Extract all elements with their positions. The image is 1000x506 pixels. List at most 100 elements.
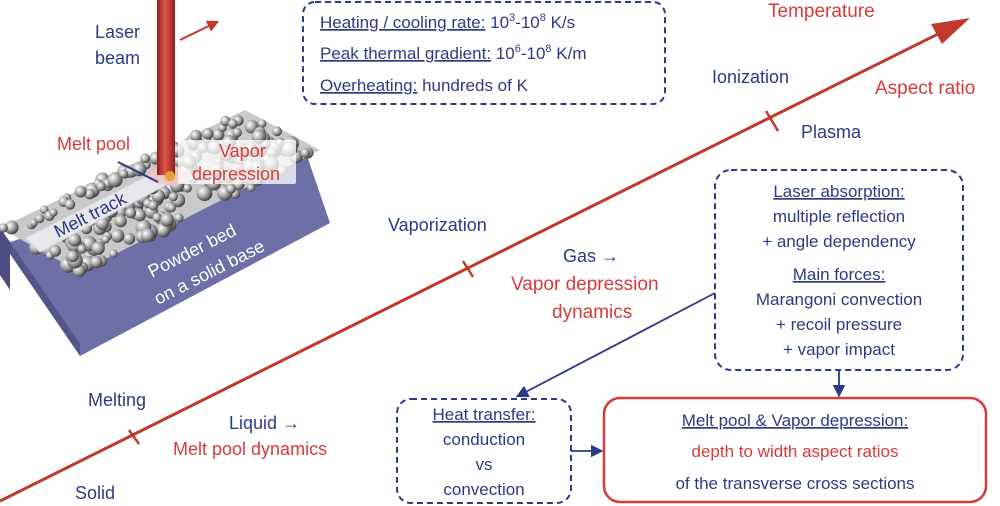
powder-particle [168, 192, 178, 202]
gas-label: Gas → [563, 246, 619, 266]
ionization-tick [764, 110, 780, 132]
powder-particle [140, 228, 155, 243]
absorption-to-heat-arrow [515, 292, 716, 398]
powder-particle [49, 208, 58, 217]
heating-rate-row: Heating / cooling rate: 103-108 K/s [320, 12, 575, 32]
connector-arrows [515, 292, 846, 458]
laser-absorption-title: Laser absorption: [773, 182, 904, 201]
powder-particle [35, 213, 45, 224]
powder-particle [66, 250, 79, 263]
powder-particle [182, 183, 192, 193]
plasma-label: Plasma [801, 122, 862, 142]
powder-bed-front-face [10, 150, 330, 356]
heat-transfer-line-1: conduction [443, 430, 525, 449]
powder-particle [125, 207, 137, 219]
absorption-line-1: multiple reflection [773, 207, 905, 226]
melt-pool-label: Melt pool [57, 134, 130, 154]
powder-particle [190, 129, 202, 142]
ionization-label: Ionization [712, 67, 789, 87]
powder-particle [91, 241, 105, 255]
powder-particle [272, 126, 282, 137]
melting-label: Melting [88, 390, 146, 410]
powder-particle [119, 169, 129, 179]
keyhole-spot [165, 171, 175, 181]
temperature-axis-arrowhead [931, 18, 970, 44]
heat-transfer-line-2: vs [476, 455, 493, 474]
laser-beam-label-1: Laser [95, 22, 140, 42]
liquid-label: Liquid → [229, 413, 300, 433]
laser-beam-label-2: beam [95, 48, 140, 68]
powder-particle [123, 232, 136, 245]
laser-beam [157, 0, 175, 175]
powder-particle [4, 220, 19, 235]
powder-particle [0, 223, 8, 233]
powder-bed-side-face [10, 242, 80, 356]
melting-tick [127, 429, 141, 445]
overheating-row: Overheating: hundreds of K [320, 76, 529, 95]
absorption-forces-box: Laser absorption: multiple reflection + … [714, 169, 964, 371]
powder-particle [202, 127, 214, 140]
vapor-depression-dynamics-label-2: dynamics [552, 302, 632, 323]
heat-transfer-line-3: convection [443, 480, 524, 499]
powder-particle [67, 233, 82, 247]
powder-particle [220, 115, 231, 127]
powder-particle [109, 249, 118, 258]
temperature-axis-line [0, 25, 953, 503]
thermal-gradient-row: Peak thermal gradient: 106-108 K/m [320, 43, 586, 63]
vaporization-tick [461, 260, 475, 278]
main-forces-title: Main forces: [793, 265, 886, 284]
powder-particle [174, 213, 184, 223]
meltpool-vapor-box: Melt pool & Vapor depression: depth to w… [602, 396, 988, 504]
cross-sections-line: of the transverse cross sections [675, 474, 914, 493]
powder-particle [300, 148, 310, 158]
powder-particle [160, 212, 175, 227]
powder-particle [84, 188, 95, 200]
powder-particle [133, 208, 146, 222]
forces-line-2: + recoil pressure [776, 315, 902, 334]
heat-transfer-title: Heat transfer: [433, 405, 536, 424]
powder-particle [226, 184, 236, 194]
melt-pool-pointer [117, 161, 159, 183]
powder-particle [101, 235, 110, 244]
powder-particle [107, 172, 123, 188]
powder-particle [148, 200, 159, 211]
heat-transfer-box: Heat transfer: conduction vs convection [396, 398, 572, 504]
scan-direction-arrow [179, 20, 220, 41]
powder-particle [96, 181, 106, 192]
powder-particle [132, 162, 147, 177]
temperature-label: Temperature [768, 1, 875, 22]
forces-line-1: Marangoni convection [756, 290, 922, 309]
powder-particle [110, 229, 125, 243]
forces-line-3: + vapor impact [783, 340, 895, 359]
powder-particle [232, 127, 242, 138]
melt-pool-dynamics-label: Melt pool dynamics [173, 439, 327, 459]
absorption-line-2: + angle dependency [762, 232, 916, 251]
thermal-parameters-box: Heating / cooling rate: 103-108 K/s Peak… [302, 1, 666, 105]
powder-bed-schematic: Laser beam Melt pool Vapor depression Me… [0, 0, 330, 356]
vapor-depression-dynamics-label-1: Vapor depression [511, 274, 659, 295]
powder-particle [140, 153, 151, 164]
temperature-axis: Temperature Aspect ratio [0, 1, 975, 503]
powder-particle [258, 119, 267, 128]
powder-particle [196, 185, 213, 202]
powder-particle [228, 119, 238, 129]
powder-particle [212, 128, 225, 141]
aspect-ratios-line: depth to width aspect ratios [692, 442, 899, 461]
vaporization-label: Vaporization [388, 215, 487, 235]
powder-particle [152, 212, 162, 223]
solid-label: Solid [75, 483, 115, 503]
powder-particle [167, 203, 176, 213]
powder-particle [74, 185, 87, 198]
powder-particle [114, 214, 127, 228]
powder-particle [49, 245, 62, 257]
powder-particle [64, 199, 76, 210]
meltpool-vapor-title: Melt pool & Vapor depression: [682, 411, 908, 430]
aspect-ratio-label: Aspect ratio [875, 78, 975, 99]
vapor-depression-label-1: Vapor [219, 141, 266, 161]
powder-particle [247, 183, 256, 192]
powder-particle [77, 244, 87, 254]
vapor-depression-label-2: depression [192, 164, 280, 184]
powder-particle [90, 255, 103, 269]
